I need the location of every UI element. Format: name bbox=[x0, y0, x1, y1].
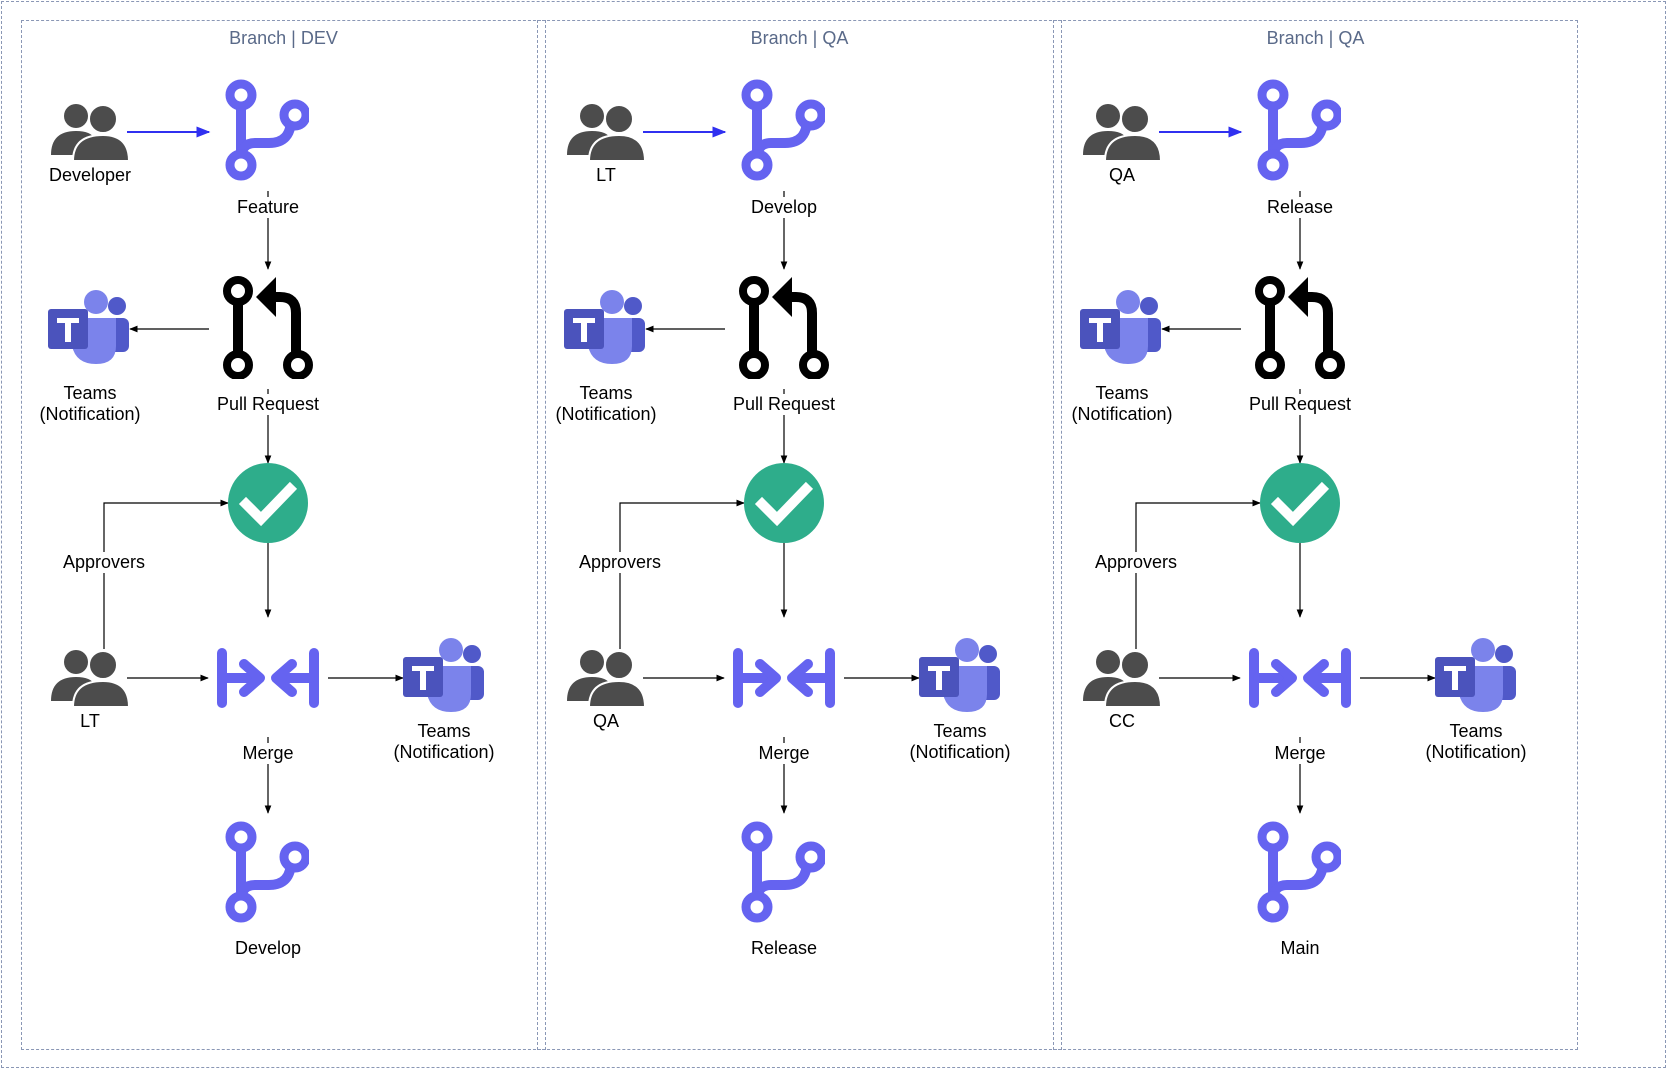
branch-panel-3: Branch | QA QA Release Pull Request bbox=[1053, 20, 1578, 1050]
source-branch-label: Feature bbox=[234, 197, 302, 218]
check-circle-icon bbox=[744, 463, 824, 543]
git-branch-icon bbox=[225, 821, 309, 925]
git-branch-icon bbox=[741, 821, 825, 925]
pr-notification-label: Teams (Notification) bbox=[39, 383, 141, 424]
teams-icon bbox=[919, 638, 1001, 714]
teams-icon bbox=[1435, 638, 1517, 714]
merge-label: Merge bbox=[240, 743, 296, 764]
source-branch-label: Release bbox=[1264, 197, 1336, 218]
check-circle-icon bbox=[1260, 463, 1340, 543]
target-branch-label: Release bbox=[750, 938, 818, 958]
panel-title: Branch | QA bbox=[1266, 28, 1365, 48]
pull-request-label: Pull Request bbox=[214, 394, 322, 415]
approvers-label: Approvers bbox=[576, 552, 664, 573]
merge-label: Merge bbox=[756, 743, 812, 764]
pr-notification-label: Teams (Notification) bbox=[1071, 383, 1173, 424]
actor-label: Developer bbox=[48, 165, 132, 185]
pr-notification-label: Teams (Notification) bbox=[555, 383, 657, 424]
merge-notification-label: Teams (Notification) bbox=[1425, 721, 1527, 762]
teams-icon bbox=[48, 290, 130, 366]
actor-label: LT bbox=[596, 165, 616, 185]
teams-icon bbox=[564, 290, 646, 366]
actor-label: QA bbox=[1108, 165, 1136, 185]
merge-icon bbox=[732, 647, 836, 709]
git-branch-icon bbox=[741, 79, 825, 183]
approver-label: QA bbox=[592, 711, 620, 731]
check-circle-icon bbox=[228, 463, 308, 543]
merge-icon bbox=[216, 647, 320, 709]
merge-notification-label: Teams (Notification) bbox=[393, 721, 495, 762]
source-branch-label: Develop bbox=[748, 197, 820, 218]
merge-icon bbox=[1248, 647, 1352, 709]
pull-request-label: Pull Request bbox=[1246, 394, 1354, 415]
people-icon bbox=[51, 101, 129, 161]
connectors bbox=[1135, 126, 1436, 814]
panel-title: Branch | DEV bbox=[229, 28, 338, 48]
people-icon bbox=[51, 647, 129, 707]
target-branch-label: Main bbox=[1280, 938, 1320, 958]
approvers-label: Approvers bbox=[1092, 552, 1180, 573]
git-branch-icon bbox=[1257, 821, 1341, 925]
approver-label: LT bbox=[80, 711, 100, 731]
branch-panel-1: Branch | DEV Developer Feature Pull Requ… bbox=[21, 20, 546, 1050]
pull-request-icon bbox=[220, 269, 316, 379]
git-branch-icon bbox=[1257, 79, 1341, 183]
approvers-arrow bbox=[1135, 499, 1261, 649]
approver-label: CC bbox=[1109, 711, 1135, 731]
pull-request-label: Pull Request bbox=[730, 394, 838, 415]
panel-title: Branch | QA bbox=[750, 28, 849, 48]
branch-panel-2: Branch | QA LT Develop Pull Request bbox=[537, 20, 1062, 1050]
approvers-arrow bbox=[619, 499, 745, 649]
people-icon bbox=[1083, 647, 1161, 707]
pull-request-icon bbox=[1252, 269, 1348, 379]
people-icon bbox=[1083, 101, 1161, 161]
approvers-label: Approvers bbox=[60, 552, 148, 573]
merge-label: Merge bbox=[1272, 743, 1328, 764]
git-branch-icon bbox=[225, 79, 309, 183]
teams-icon bbox=[1080, 290, 1162, 366]
target-branch-label: Develop bbox=[234, 938, 302, 958]
approvers-arrow bbox=[103, 499, 229, 649]
people-icon bbox=[567, 101, 645, 161]
teams-icon bbox=[403, 638, 485, 714]
pull-request-icon bbox=[736, 269, 832, 379]
merge-notification-label: Teams (Notification) bbox=[909, 721, 1011, 762]
people-icon bbox=[567, 647, 645, 707]
